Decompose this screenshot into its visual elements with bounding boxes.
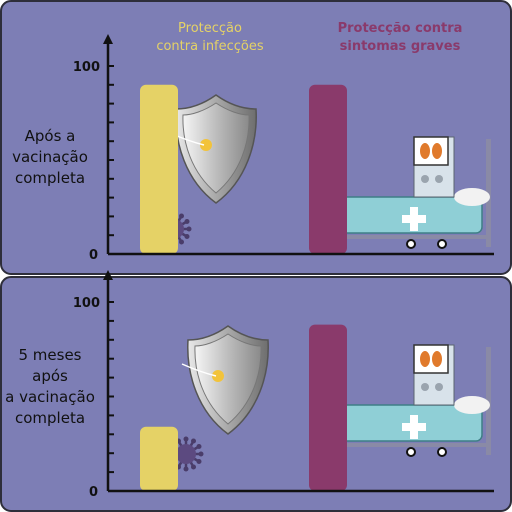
row-label-5-months-after: 5 meses após a vacinação completa (5, 346, 95, 427)
monitor-lungs-icon (413, 344, 455, 406)
lung-right (432, 143, 442, 159)
bar-severe-2 (309, 324, 347, 491)
virus-spike-tip (183, 436, 189, 442)
virus-spike-tip (191, 438, 196, 444)
virus-spike-tip (183, 466, 189, 472)
header-severe-protection: Protecção contra sintomas graves (325, 20, 475, 56)
lung-left (420, 143, 430, 159)
lung-left (420, 351, 430, 367)
shield-inner (194, 333, 262, 425)
virus-spike-tip (196, 444, 202, 449)
bed-pillow (454, 188, 490, 206)
lung-right (432, 351, 442, 367)
shield-impact-spark (212, 370, 224, 382)
bar-severe-1 (309, 84, 347, 254)
virus-spike-tip (186, 226, 192, 232)
ventilator-dial (435, 383, 443, 391)
virus-spike-tip (179, 213, 184, 219)
bed-pillow (454, 396, 490, 414)
header-severe-text: Protecção contra sintomas graves (337, 21, 463, 54)
y-axis-1: 0 100 (73, 34, 494, 263)
y-tick-label-100: 100 (73, 296, 100, 311)
bed-frame (336, 235, 490, 239)
bed-wheel (437, 239, 447, 249)
shield-icon (181, 325, 269, 435)
header-infection-text: Protecção contra infecções (156, 21, 264, 54)
virus-spike-tip (184, 219, 190, 224)
y-axis-arrow (103, 270, 113, 280)
y-tick-label-0: 0 (89, 248, 98, 263)
y-tick-label-0: 0 (89, 485, 98, 500)
row-label-after-vaccination: Após a vacinação completa (12, 127, 88, 187)
cross-icon (402, 415, 426, 439)
bed-wheel (406, 239, 416, 249)
shield-impact-spark (200, 139, 212, 151)
bed-leg-right (486, 139, 491, 247)
header-infection-protection: Protecção contra infecções (135, 20, 285, 56)
virus-spike-tip (191, 464, 196, 470)
y-axis-2: 0 100 (73, 270, 494, 500)
monitor-screen (413, 344, 449, 374)
virus-spike-tip (198, 451, 204, 457)
bar-infection-1 (140, 84, 178, 254)
bed-leg-right (486, 347, 491, 455)
monitor-screen (413, 136, 449, 166)
shield-inner (182, 102, 250, 194)
virus-body (176, 444, 196, 464)
bar-infection-2 (140, 426, 178, 491)
cross-icon (402, 207, 426, 231)
y-axis-arrow (103, 34, 113, 44)
ventilator-dial (421, 175, 429, 183)
shield-icon (169, 94, 257, 204)
monitor-lungs-icon (413, 136, 455, 198)
ventilator-dial (421, 383, 429, 391)
bed-frame (336, 443, 490, 447)
virus-spike-tip (184, 234, 190, 239)
impact-trail (181, 363, 217, 377)
virus-spike-tip (196, 459, 202, 464)
y-tick-label-100: 100 (73, 60, 100, 75)
virus-spike-tip (179, 239, 184, 245)
bed-wheel (406, 447, 416, 457)
bed-wheel (437, 447, 447, 457)
ventilator-dial (435, 175, 443, 183)
